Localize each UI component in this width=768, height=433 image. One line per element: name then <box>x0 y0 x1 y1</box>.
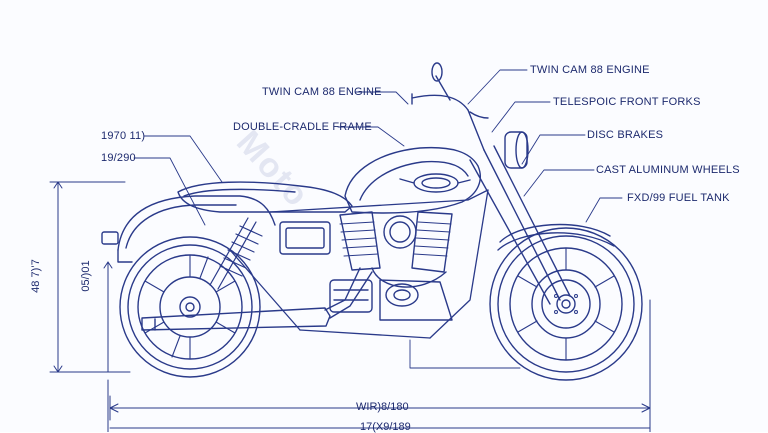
rear-wheel <box>119 236 261 378</box>
exhaust <box>141 267 373 331</box>
label-cast-aluminum-wheels: CAST ALUMINUM WHEELS <box>596 164 740 176</box>
fuel-tank <box>344 146 481 214</box>
side-cover <box>279 221 331 255</box>
dim-overall-length: 17(X9/189 <box>360 421 411 433</box>
rear-fender-seat <box>101 181 353 263</box>
label-twin-cam-engine-left: TWIN CAM 88 ENGINE <box>262 86 382 98</box>
label-double-cradle-frame: DOUBLE-CRADLE FRAME <box>233 121 372 133</box>
label-disc-brakes: DISC BRAKES <box>587 129 664 141</box>
dim-height-inner: 05/)01 <box>80 260 92 292</box>
dim-wheelbase: WIR)8/180 <box>356 401 409 413</box>
front-forks <box>469 131 571 305</box>
dimension-lines <box>49 181 651 432</box>
label-telescopic-front-forks: TELESPOIC FRONT FORKS <box>553 96 701 108</box>
frame <box>229 189 489 339</box>
handlebars <box>411 62 489 151</box>
dim-height-outer: 48 7)’7 <box>30 259 42 293</box>
leader-lines <box>133 69 623 369</box>
front-wheel <box>489 227 643 381</box>
engine <box>329 211 453 321</box>
front-fender <box>497 223 615 251</box>
label-spec-19290: 19/290 <box>101 152 136 164</box>
label-fuel-tank: FXD/99 FUEL TANK <box>627 192 730 204</box>
label-twin-cam-engine-right: TWIN CAM 88 ENGINE <box>530 64 650 76</box>
label-spec-1970: 1970 11) <box>101 130 146 142</box>
rear-shock <box>209 217 263 290</box>
